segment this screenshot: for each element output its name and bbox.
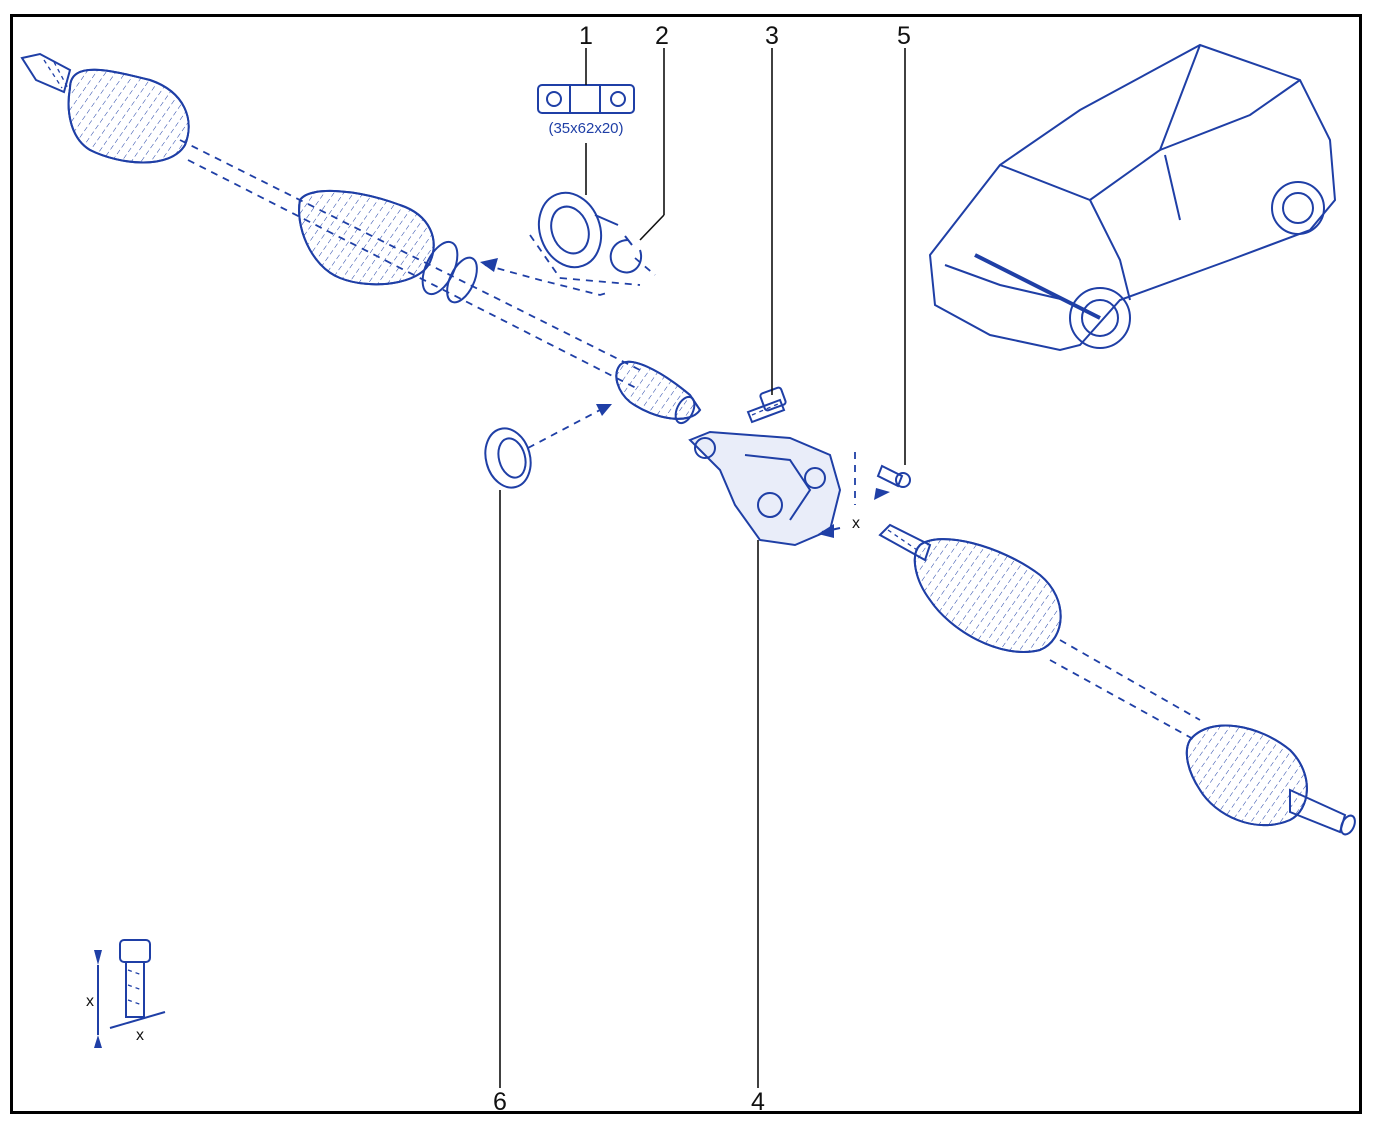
callout-1: 1 <box>579 22 593 50</box>
bearing-part-1: (35x62x20) <box>529 84 641 286</box>
seal-part-6 <box>484 404 612 489</box>
bracket-part-4: x <box>688 430 890 547</box>
callout-2: 2 <box>655 22 669 50</box>
circlip-part-2 <box>609 235 656 276</box>
diagram-frame <box>10 14 1362 1114</box>
bolt-dimension-detail: x x <box>86 939 166 1048</box>
bolt-part-5 <box>876 464 911 488</box>
left-driveshaft <box>20 52 702 425</box>
callout-6: 6 <box>493 1088 507 1116</box>
vehicle-location-thumbnail <box>928 43 1337 352</box>
callout-5: 5 <box>897 22 911 50</box>
bearing-spec-label: (35x62x20) <box>548 120 623 137</box>
leader-lines <box>499 48 906 1088</box>
bolt-length-x: x <box>86 993 94 1010</box>
bolt-diameter-x: x <box>136 1027 144 1044</box>
bracket-dimension-x: x <box>852 515 860 532</box>
right-driveshaft <box>878 523 1356 836</box>
bolt-part-3 <box>746 386 787 424</box>
callout-3: 3 <box>765 22 779 50</box>
callout-4: 4 <box>751 1088 765 1116</box>
